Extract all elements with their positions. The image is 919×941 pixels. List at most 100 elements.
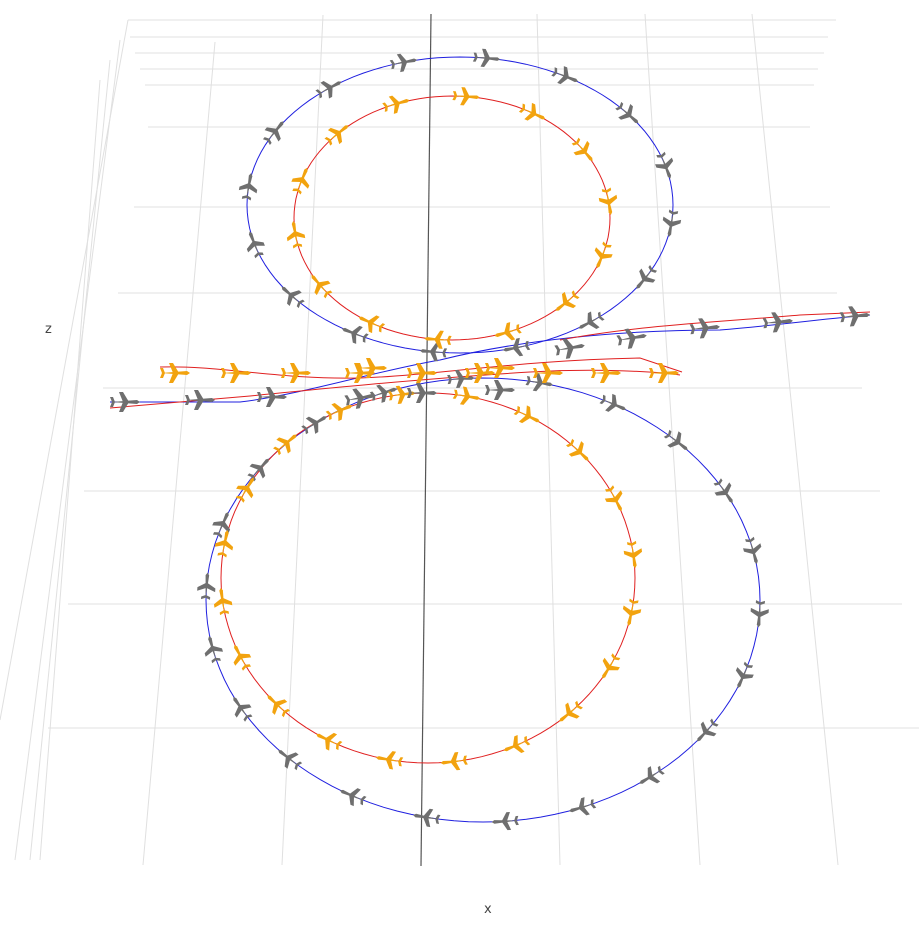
- airplane-icon[interactable]: [368, 380, 399, 405]
- airplane-icon[interactable]: [343, 386, 376, 411]
- airplane-icon[interactable]: [312, 726, 344, 754]
- airplane-icon[interactable]: [257, 387, 287, 407]
- airplane-icon[interactable]: [259, 116, 290, 148]
- airplane-tail: [551, 67, 558, 77]
- airplane-icon[interactable]: [355, 309, 387, 337]
- airplane-icon[interactable]: [201, 634, 226, 665]
- flight-path-loop[interactable]: [293, 95, 611, 341]
- airplane-icon[interactable]: [212, 587, 234, 616]
- airplane-icon[interactable]: [381, 91, 412, 116]
- airplane-icon[interactable]: [566, 795, 597, 820]
- airplane-icon[interactable]: [485, 380, 515, 400]
- airplane-icon[interactable]: [501, 336, 531, 359]
- airplane-icon[interactable]: [388, 384, 417, 405]
- airplane-icon[interactable]: [553, 336, 586, 361]
- airplane-icon[interactable]: [762, 311, 794, 334]
- airplane-icon[interactable]: [741, 536, 766, 567]
- airplane-icon[interactable]: [660, 209, 683, 239]
- airplane-icon[interactable]: [209, 508, 237, 540]
- airplane-icon[interactable]: [620, 598, 643, 628]
- flight-path-leg[interactable]: [110, 314, 871, 403]
- airplane-icon[interactable]: [597, 187, 619, 217]
- flight-path-leg[interactable]: [559, 311, 871, 341]
- airplane-icon[interactable]: [533, 363, 563, 383]
- airplane-icon[interactable]: [197, 572, 217, 600]
- flight-path-leg[interactable]: [109, 369, 681, 409]
- airplane-icon[interactable]: [288, 164, 315, 196]
- airplane-icon[interactable]: [407, 383, 437, 403]
- flight-path-loop[interactable]: [220, 392, 636, 764]
- airplane-icon[interactable]: [339, 320, 371, 347]
- airplane-icon[interactable]: [226, 641, 255, 673]
- airplane-icon[interactable]: [313, 74, 345, 103]
- airplane-icon[interactable]: [447, 369, 475, 389]
- airplane-icon[interactable]: [550, 63, 582, 90]
- airplane-icon[interactable]: [226, 692, 256, 724]
- airplane-icon[interactable]: [485, 358, 515, 378]
- airplane-icon[interactable]: [574, 308, 606, 337]
- airplane-icon[interactable]: [652, 150, 679, 182]
- airplane-icon[interactable]: [591, 363, 621, 383]
- grid-line-v: [536, 13, 561, 866]
- airplane-icon[interactable]: [492, 320, 523, 345]
- airplane-icon[interactable]: [270, 428, 302, 459]
- airplane-icon[interactable]: [324, 397, 356, 424]
- airplane-icon[interactable]: [241, 228, 268, 260]
- airplane-icon[interactable]: [276, 280, 308, 311]
- airplane-icon[interactable]: [615, 326, 648, 351]
- airplane-icon[interactable]: [452, 385, 482, 407]
- airplane-icon[interactable]: [185, 390, 215, 410]
- airplane-icon[interactable]: [710, 476, 740, 508]
- airplane-icon[interactable]: [407, 363, 437, 383]
- airplane-icon[interactable]: [649, 363, 679, 383]
- airplane-icon[interactable]: [424, 330, 452, 350]
- airplane-icon[interactable]: [322, 118, 354, 149]
- airplane-icon[interactable]: [357, 358, 387, 378]
- airplane-icon[interactable]: [601, 483, 630, 515]
- airplane-icon[interactable]: [452, 87, 480, 107]
- airplane-icon[interactable]: [568, 135, 599, 167]
- airplane-icon[interactable]: [623, 540, 645, 569]
- airplane-icon[interactable]: [389, 51, 419, 74]
- airplane-icon[interactable]: [749, 600, 769, 628]
- airplane-icon[interactable]: [517, 99, 549, 127]
- airplane-icon[interactable]: [563, 436, 595, 468]
- airplane-icon[interactable]: [284, 220, 306, 250]
- airplane-icon[interactable]: [305, 269, 336, 301]
- airplane-icon[interactable]: [730, 660, 758, 692]
- airplane-icon[interactable]: [221, 363, 251, 383]
- airplane-icon[interactable]: [689, 317, 721, 340]
- airplane-icon[interactable]: [281, 363, 311, 383]
- airplane-icon[interactable]: [595, 651, 624, 683]
- airplane-icon[interactable]: [213, 528, 236, 558]
- airplane-icon[interactable]: [554, 697, 586, 728]
- airplane-icon[interactable]: [472, 48, 501, 68]
- airplane-icon[interactable]: [440, 751, 469, 772]
- airplane-icon[interactable]: [690, 715, 722, 747]
- airplane-icon[interactable]: [629, 262, 660, 294]
- airplane-icon[interactable]: [419, 342, 448, 362]
- airplane-icon[interactable]: [412, 806, 442, 828]
- airplane-icon[interactable]: [589, 240, 616, 272]
- airplane-icon[interactable]: [661, 426, 693, 457]
- airplane-icon[interactable]: [273, 743, 305, 774]
- airplane-icon[interactable]: [500, 732, 532, 759]
- airplane-icon[interactable]: [512, 402, 544, 430]
- airplane-icon[interactable]: [465, 363, 495, 383]
- airplane-icon[interactable]: [232, 473, 261, 505]
- airplane-icon[interactable]: [598, 391, 630, 418]
- airplane-icon[interactable]: [612, 99, 644, 130]
- airplane-icon[interactable]: [261, 689, 293, 721]
- airplane-icon[interactable]: [237, 172, 260, 202]
- airplane-icon[interactable]: [491, 811, 519, 831]
- airplane-icon[interactable]: [525, 372, 555, 394]
- airplane-icon[interactable]: [110, 392, 140, 412]
- airplane-icon[interactable]: [635, 762, 667, 791]
- airplane-icon[interactable]: [839, 305, 871, 328]
- airplane-icon[interactable]: [374, 749, 404, 771]
- airplane-icon[interactable]: [160, 363, 190, 383]
- airplane-icon[interactable]: [550, 287, 582, 318]
- airplane-icon[interactable]: [299, 409, 331, 438]
- airplane-icon[interactable]: [336, 782, 368, 809]
